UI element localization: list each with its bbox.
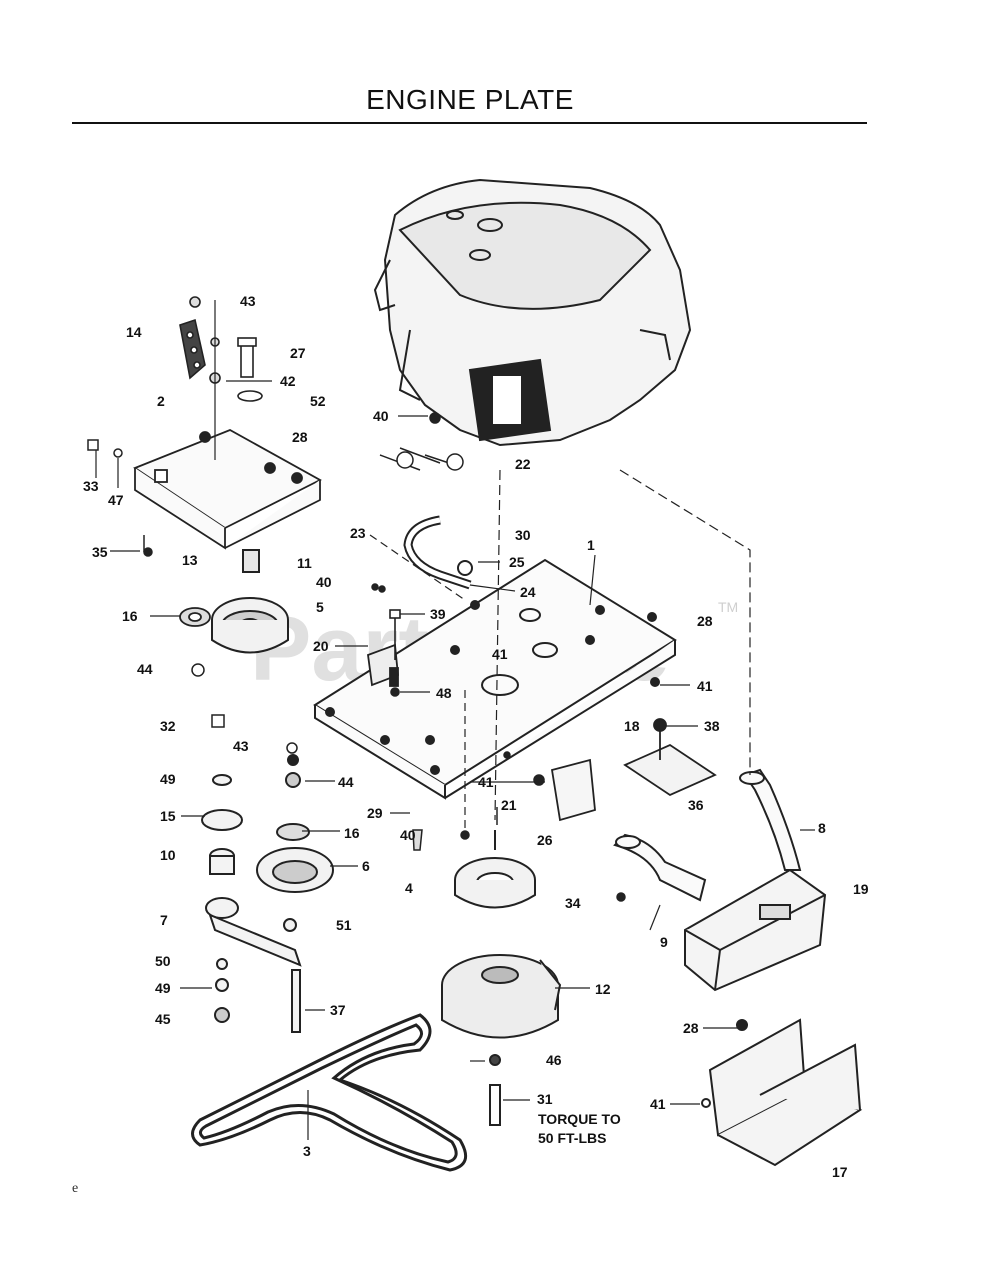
leader-lines <box>95 300 815 1140</box>
callout-26: 26 <box>537 832 553 848</box>
callout-48: 48 <box>436 685 452 701</box>
callout-19: 19 <box>853 881 869 897</box>
callout-41: 41 <box>492 646 508 662</box>
torque-note-line-1: TORQUE TO <box>538 1111 621 1127</box>
callout-14: 14 <box>126 324 142 340</box>
callout-28-plate: 28 <box>697 613 713 629</box>
callout-41-plate: 41 <box>697 678 713 694</box>
callout-42: 42 <box>280 373 296 389</box>
callout-38: 38 <box>704 718 720 734</box>
callout-37: 37 <box>330 1002 346 1018</box>
callout-23: 23 <box>350 525 366 541</box>
bolt-part-27 <box>237 337 263 402</box>
idler-bracket-part-2 <box>133 429 322 550</box>
callout-40: 40 <box>316 574 332 590</box>
callout-7: 7 <box>160 912 168 928</box>
engine-part-22 <box>373 178 692 447</box>
watermark-tm: TM <box>718 599 738 615</box>
bracket-part-26 <box>550 758 596 822</box>
callout-29: 29 <box>367 805 383 821</box>
callout-4: 4 <box>405 880 413 896</box>
callout-2: 2 <box>157 393 165 409</box>
footer-mark: e <box>72 1181 78 1196</box>
throttle-part-20 <box>367 643 399 687</box>
callout-40-lower: 40 <box>400 827 416 843</box>
callout-36: 36 <box>688 797 704 813</box>
page-title: ENGINE PLATE <box>366 84 574 115</box>
callout-33: 33 <box>83 478 99 494</box>
pulley-cover-part-16 <box>179 607 211 627</box>
callout-13: 13 <box>182 552 198 568</box>
callout-28: 28 <box>292 429 308 445</box>
callout-46: 46 <box>546 1052 562 1068</box>
callout-16-lower: 16 <box>344 825 360 841</box>
callout-11: 11 <box>297 555 312 571</box>
callout-50: 50 <box>155 953 171 969</box>
callout-21: 21 <box>501 797 517 813</box>
callout-6: 6 <box>362 858 370 874</box>
callout-16: 16 <box>122 608 138 624</box>
callout-40-engine: 40 <box>373 408 389 424</box>
drive-belt-part-3 <box>191 1013 468 1172</box>
callout-9: 9 <box>660 934 668 950</box>
engine-plate-part-1 <box>313 558 677 800</box>
callout-28-shield: 28 <box>683 1020 699 1036</box>
torque-note-line-2: 50 FT-LBS <box>538 1130 606 1146</box>
callout-44-lower: 44 <box>338 774 354 790</box>
callout-43: 43 <box>240 293 256 309</box>
callout-43-lower: 43 <box>233 738 249 754</box>
callout-35: 35 <box>92 544 108 560</box>
callout-41-shield: 41 <box>650 1096 666 1112</box>
callout-39: 39 <box>430 606 446 622</box>
pto-clutch-part-12 <box>441 954 562 1126</box>
callout-15: 15 <box>160 808 176 824</box>
callout-24: 24 <box>520 584 536 600</box>
callout-30: 30 <box>515 527 531 543</box>
callout-12: 12 <box>595 981 611 997</box>
callout-52: 52 <box>310 393 326 409</box>
callout-49-lower: 49 <box>155 980 171 996</box>
idler-arm-part-7 <box>201 774 302 1033</box>
callout-18: 18 <box>624 718 640 734</box>
idler-pulley-part-5 <box>211 549 289 654</box>
fuel-line-part-24 <box>403 515 473 590</box>
callout-8: 8 <box>818 820 826 836</box>
callout-45: 45 <box>155 1011 171 1027</box>
callout-44: 44 <box>137 661 153 677</box>
bolt-part-39 <box>389 609 401 697</box>
heat-shield-part-17 <box>701 1018 863 1167</box>
exhaust-pipe-part-8 <box>739 768 802 871</box>
muffler-part-19 <box>684 868 827 992</box>
callout-34: 34 <box>565 895 581 911</box>
callout-51: 51 <box>336 917 352 933</box>
engine-pulley-part-4 <box>454 830 536 909</box>
link-part-14 <box>179 296 221 384</box>
callout-3: 3 <box>303 1143 311 1159</box>
title-rule <box>72 122 867 124</box>
callout-5: 5 <box>316 599 324 615</box>
exhaust-pipe-part-9 <box>613 833 707 902</box>
callout-41-center: 41 <box>478 774 494 790</box>
callout-22: 22 <box>515 456 531 472</box>
callout-32: 32 <box>160 718 176 734</box>
engine-bolts <box>379 412 464 471</box>
callout-47: 47 <box>108 492 124 508</box>
callout-1: 1 <box>587 537 595 553</box>
callout-20: 20 <box>313 638 329 654</box>
torque-note: TORQUE TO 50 FT-LBS <box>538 1111 621 1146</box>
callout-31: 31 <box>537 1091 553 1107</box>
callout-labels: 43 14 27 42 52 2 28 33 47 23 35 13 11 40… <box>83 293 869 1180</box>
callout-49: 49 <box>160 771 176 787</box>
callout-27: 27 <box>290 345 306 361</box>
idler-pulley-part-6 <box>256 754 334 932</box>
hardware-small-parts <box>87 439 626 902</box>
bracket-part-36 <box>623 718 717 797</box>
callout-10: 10 <box>160 847 176 863</box>
callout-17: 17 <box>832 1164 848 1180</box>
callout-25: 25 <box>509 554 525 570</box>
